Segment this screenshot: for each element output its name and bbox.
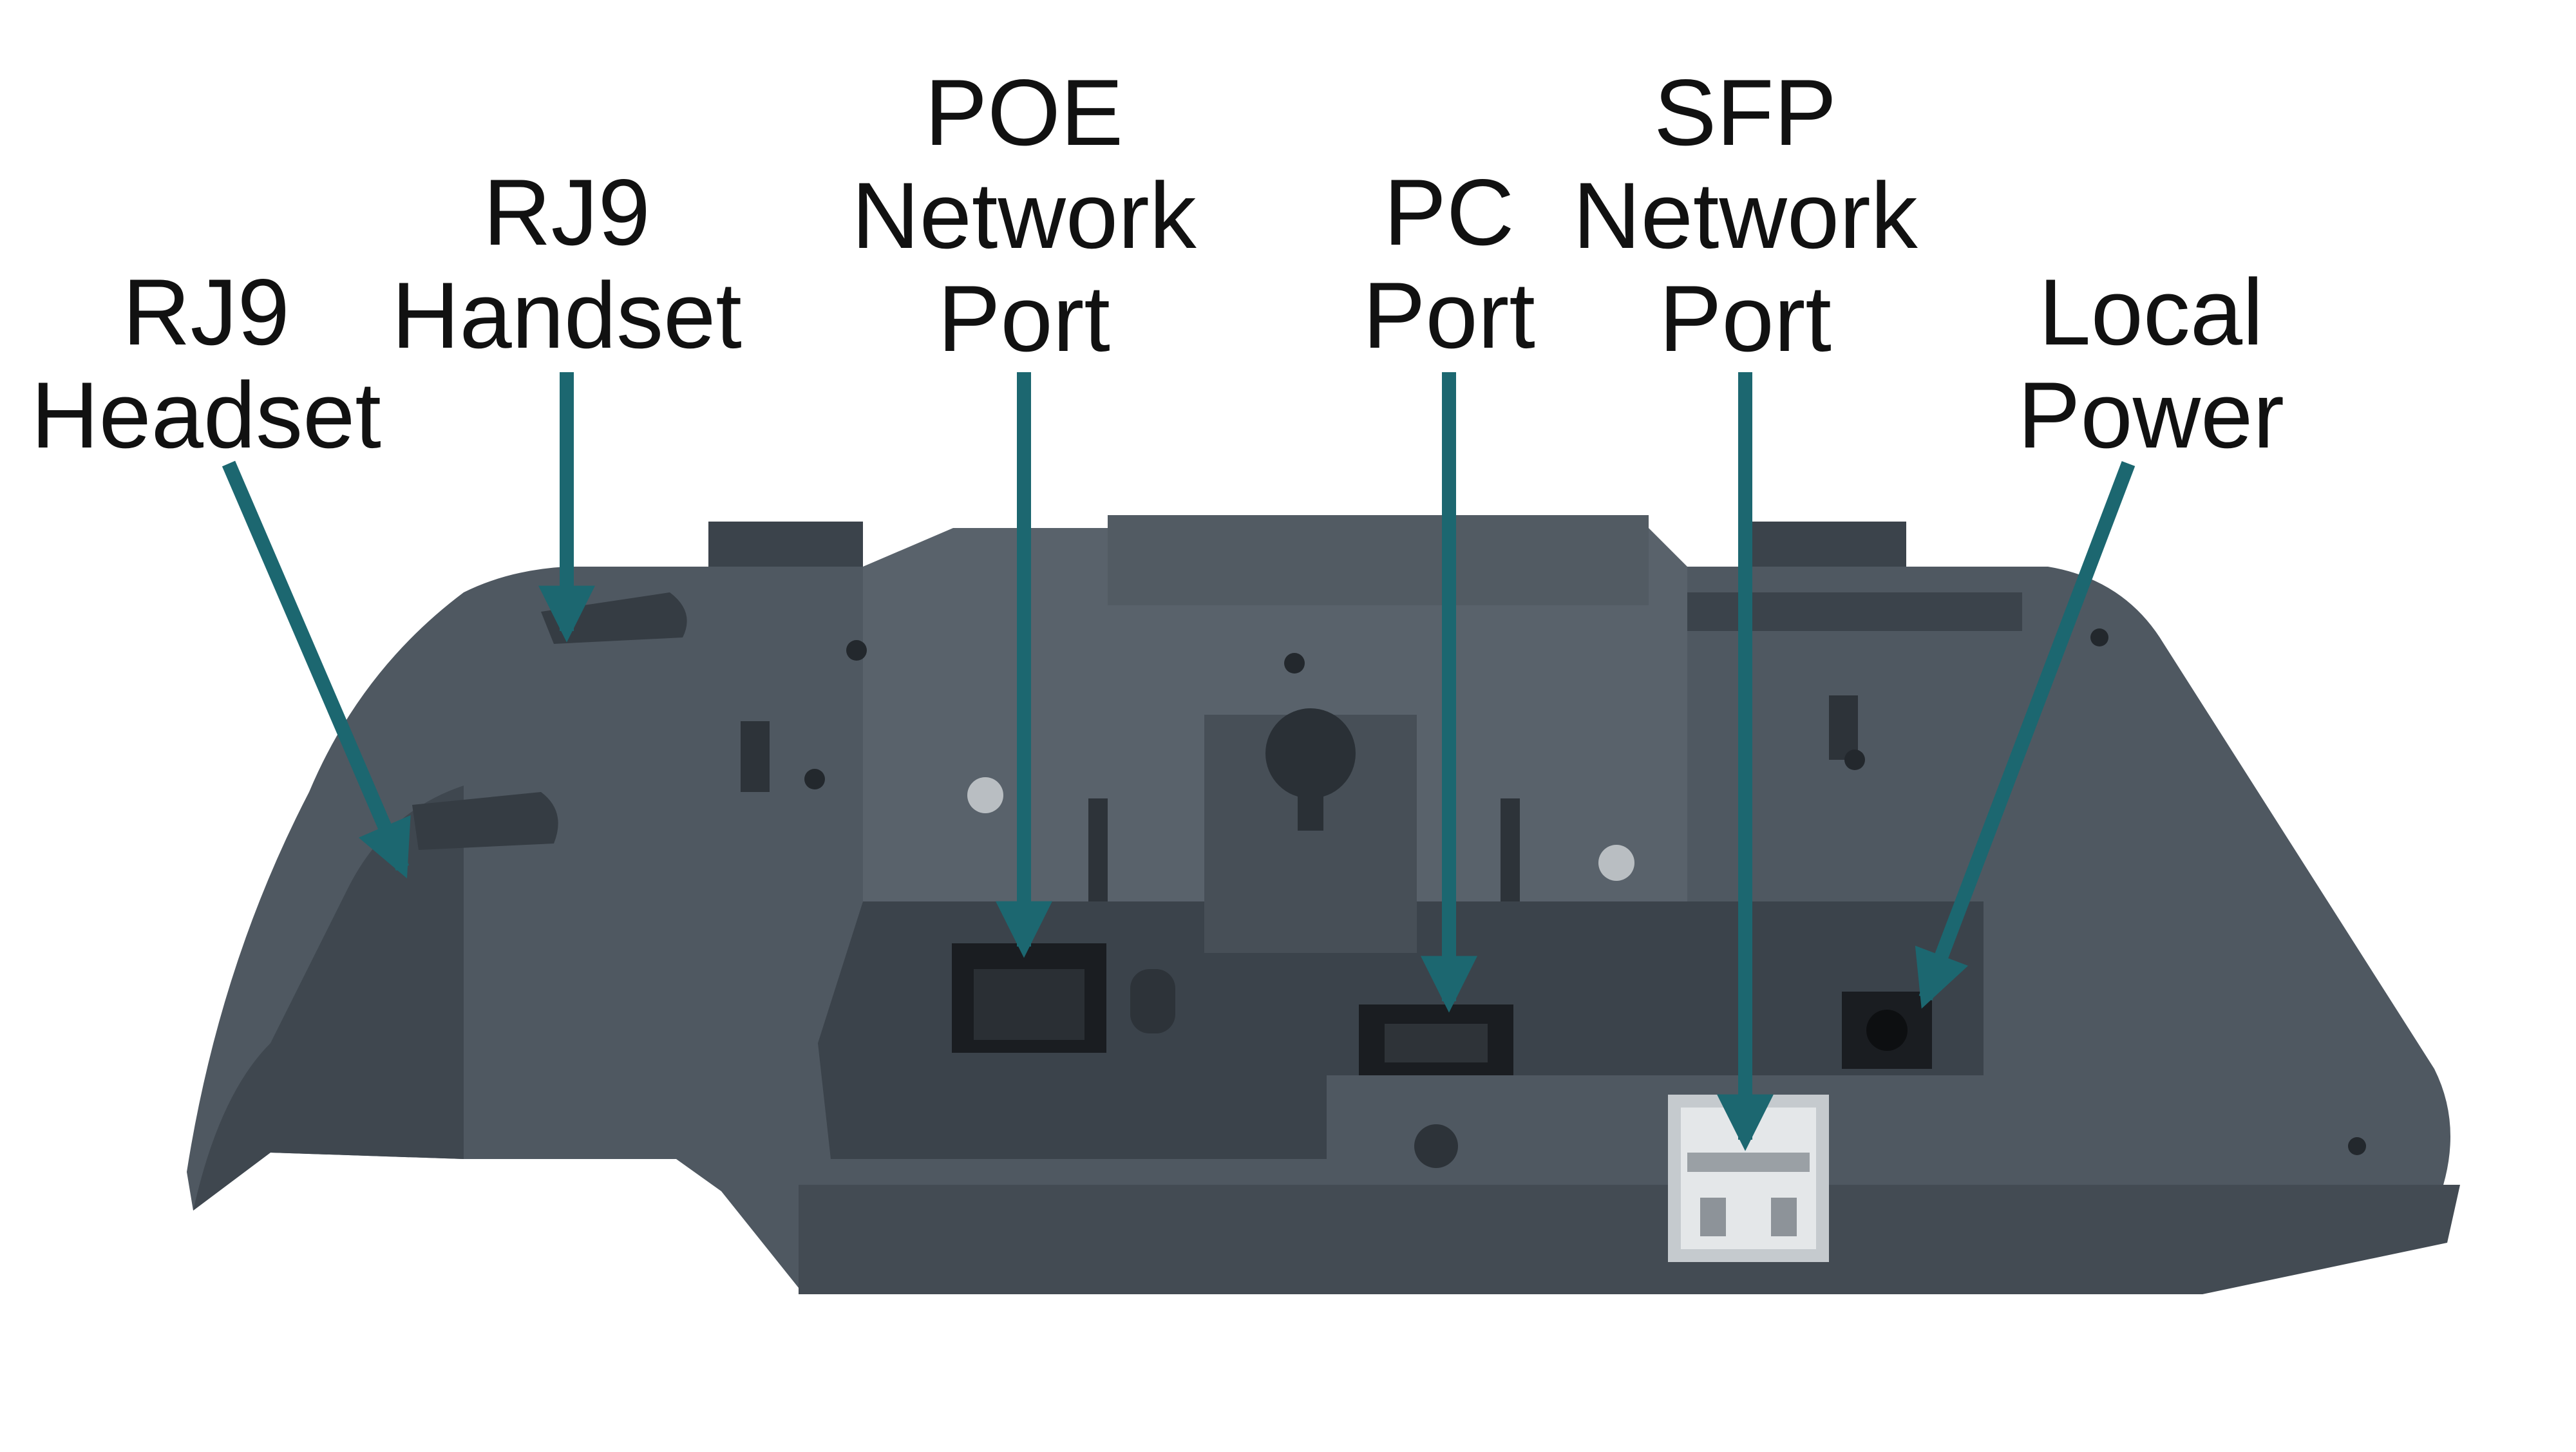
label-poe-line3: Port [938, 266, 1110, 371]
label-power-line1: Local [2038, 259, 2264, 364]
arrow-rj9-headset [222, 460, 411, 879]
label-poe-line1: POE [924, 60, 1124, 165]
label-sfp-line3: Port [1659, 266, 1832, 371]
arrow-local-power [1915, 461, 2136, 1009]
label-local-power: Local Power [1971, 261, 2331, 467]
label-pc-line1: PC [1383, 160, 1515, 265]
label-pc-line2: Port [1363, 263, 1535, 368]
label-rj9-handset-line1: RJ9 [483, 160, 650, 265]
label-rj9-handset-line2: Handset [392, 263, 742, 368]
label-pc-port: PC Port [1314, 161, 1584, 367]
label-poe-line2: Network [851, 163, 1197, 268]
callout-arrows [222, 372, 2136, 1151]
label-sfp-line1: SFP [1654, 60, 1837, 165]
label-sfp-network-port: SFP Network Port [1546, 61, 1945, 370]
label-rj9-headset: RJ9 Headset [13, 261, 399, 467]
label-sfp-line2: Network [1573, 163, 1918, 268]
label-power-line2: Power [2018, 363, 2284, 467]
label-rj9-handset: RJ9 Handset [374, 161, 760, 367]
phone-body [187, 515, 2460, 1294]
label-rj9-headset-line2: Headset [31, 363, 381, 467]
round-button [1130, 969, 1175, 1033]
label-poe-network-port: POE Network Port [824, 61, 1224, 370]
label-rj9-headset-line1: RJ9 [122, 259, 290, 364]
